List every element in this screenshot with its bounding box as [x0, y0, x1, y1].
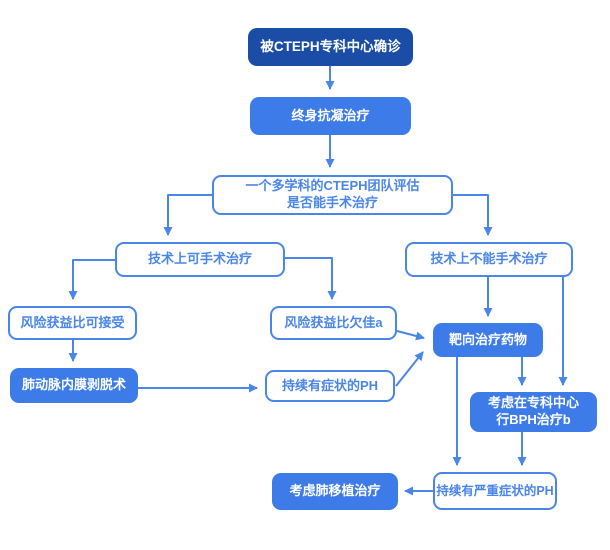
node-risk-unfavorable-label: 风险获益比欠佳a — [284, 314, 383, 330]
connector-assessment-to-inoperable — [453, 194, 493, 236]
node-lung-transplant-label: 考虑肺移植治疗 — [289, 483, 381, 499]
node-inoperable-label: 技术上不能手术治疗 — [430, 251, 548, 267]
node-bph-treatment: 考虑在专科中心 行BPH治疗b — [470, 392, 597, 432]
node-inoperable: 技术上不能手术治疗 — [405, 242, 573, 277]
connector-persistent-ph-to-targeted — [395, 351, 424, 387]
node-team-assessment-label-line1: 一个多学科的CTEPH团队评估 — [245, 178, 420, 194]
node-bph-treatment-label-line2: 行BPH治疗b — [496, 412, 571, 427]
node-severe-ph-label: 持续有严重症状的PH — [436, 483, 554, 498]
node-risk-unfavorable: 风险获益比欠佳a — [270, 306, 397, 340]
node-team-assessment: 一个多学科的CTEPH团队评估 是否能手术治疗 — [212, 175, 453, 215]
node-targeted-therapy: 靶向治疗药物 — [433, 323, 543, 357]
node-risk-acceptable-label: 风险获益比可接受 — [20, 314, 125, 330]
node-lung-transplant: 考虑肺移植治疗 — [272, 473, 398, 510]
node-pea-surgery: 肺动脉内膜剥脱术 — [10, 368, 138, 403]
connector-operable-to-risk-unfavorable — [285, 257, 337, 300]
node-anticoagulation-label: 终身抗凝治疗 — [291, 107, 370, 123]
node-diagnosed-label: 被CTEPH专科中心确诊 — [260, 39, 401, 55]
node-targeted-therapy-label: 靶向治疗药物 — [448, 331, 527, 347]
node-severe-ph: 持续有严重症状的PH — [433, 472, 557, 510]
connector-assessment-to-operable — [163, 194, 212, 236]
node-risk-acceptable: 风险获益比可接受 — [8, 306, 137, 340]
node-persistent-ph-label: 持续有症状的PH — [281, 377, 379, 393]
connector-risk-unfavorable-to-targeted — [396, 330, 425, 341]
node-diagnosed: 被CTEPH专科中心确诊 — [248, 28, 413, 66]
node-operable-label: 技术上可手术治疗 — [147, 251, 252, 267]
node-persistent-ph: 持续有症状的PH — [265, 370, 395, 402]
node-lifelong-anticoagulation: 终身抗凝治疗 — [250, 97, 411, 135]
connector-operable-to-risk-acceptable — [68, 259, 115, 300]
node-bph-treatment-label-line1: 考虑在专科中心 — [487, 395, 579, 411]
node-team-assessment-label-line2: 是否能手术治疗 — [286, 195, 378, 210]
node-operable: 技术上可手术治疗 — [115, 242, 285, 277]
node-pea-surgery-label: 肺动脉内膜剥脱术 — [21, 377, 126, 393]
